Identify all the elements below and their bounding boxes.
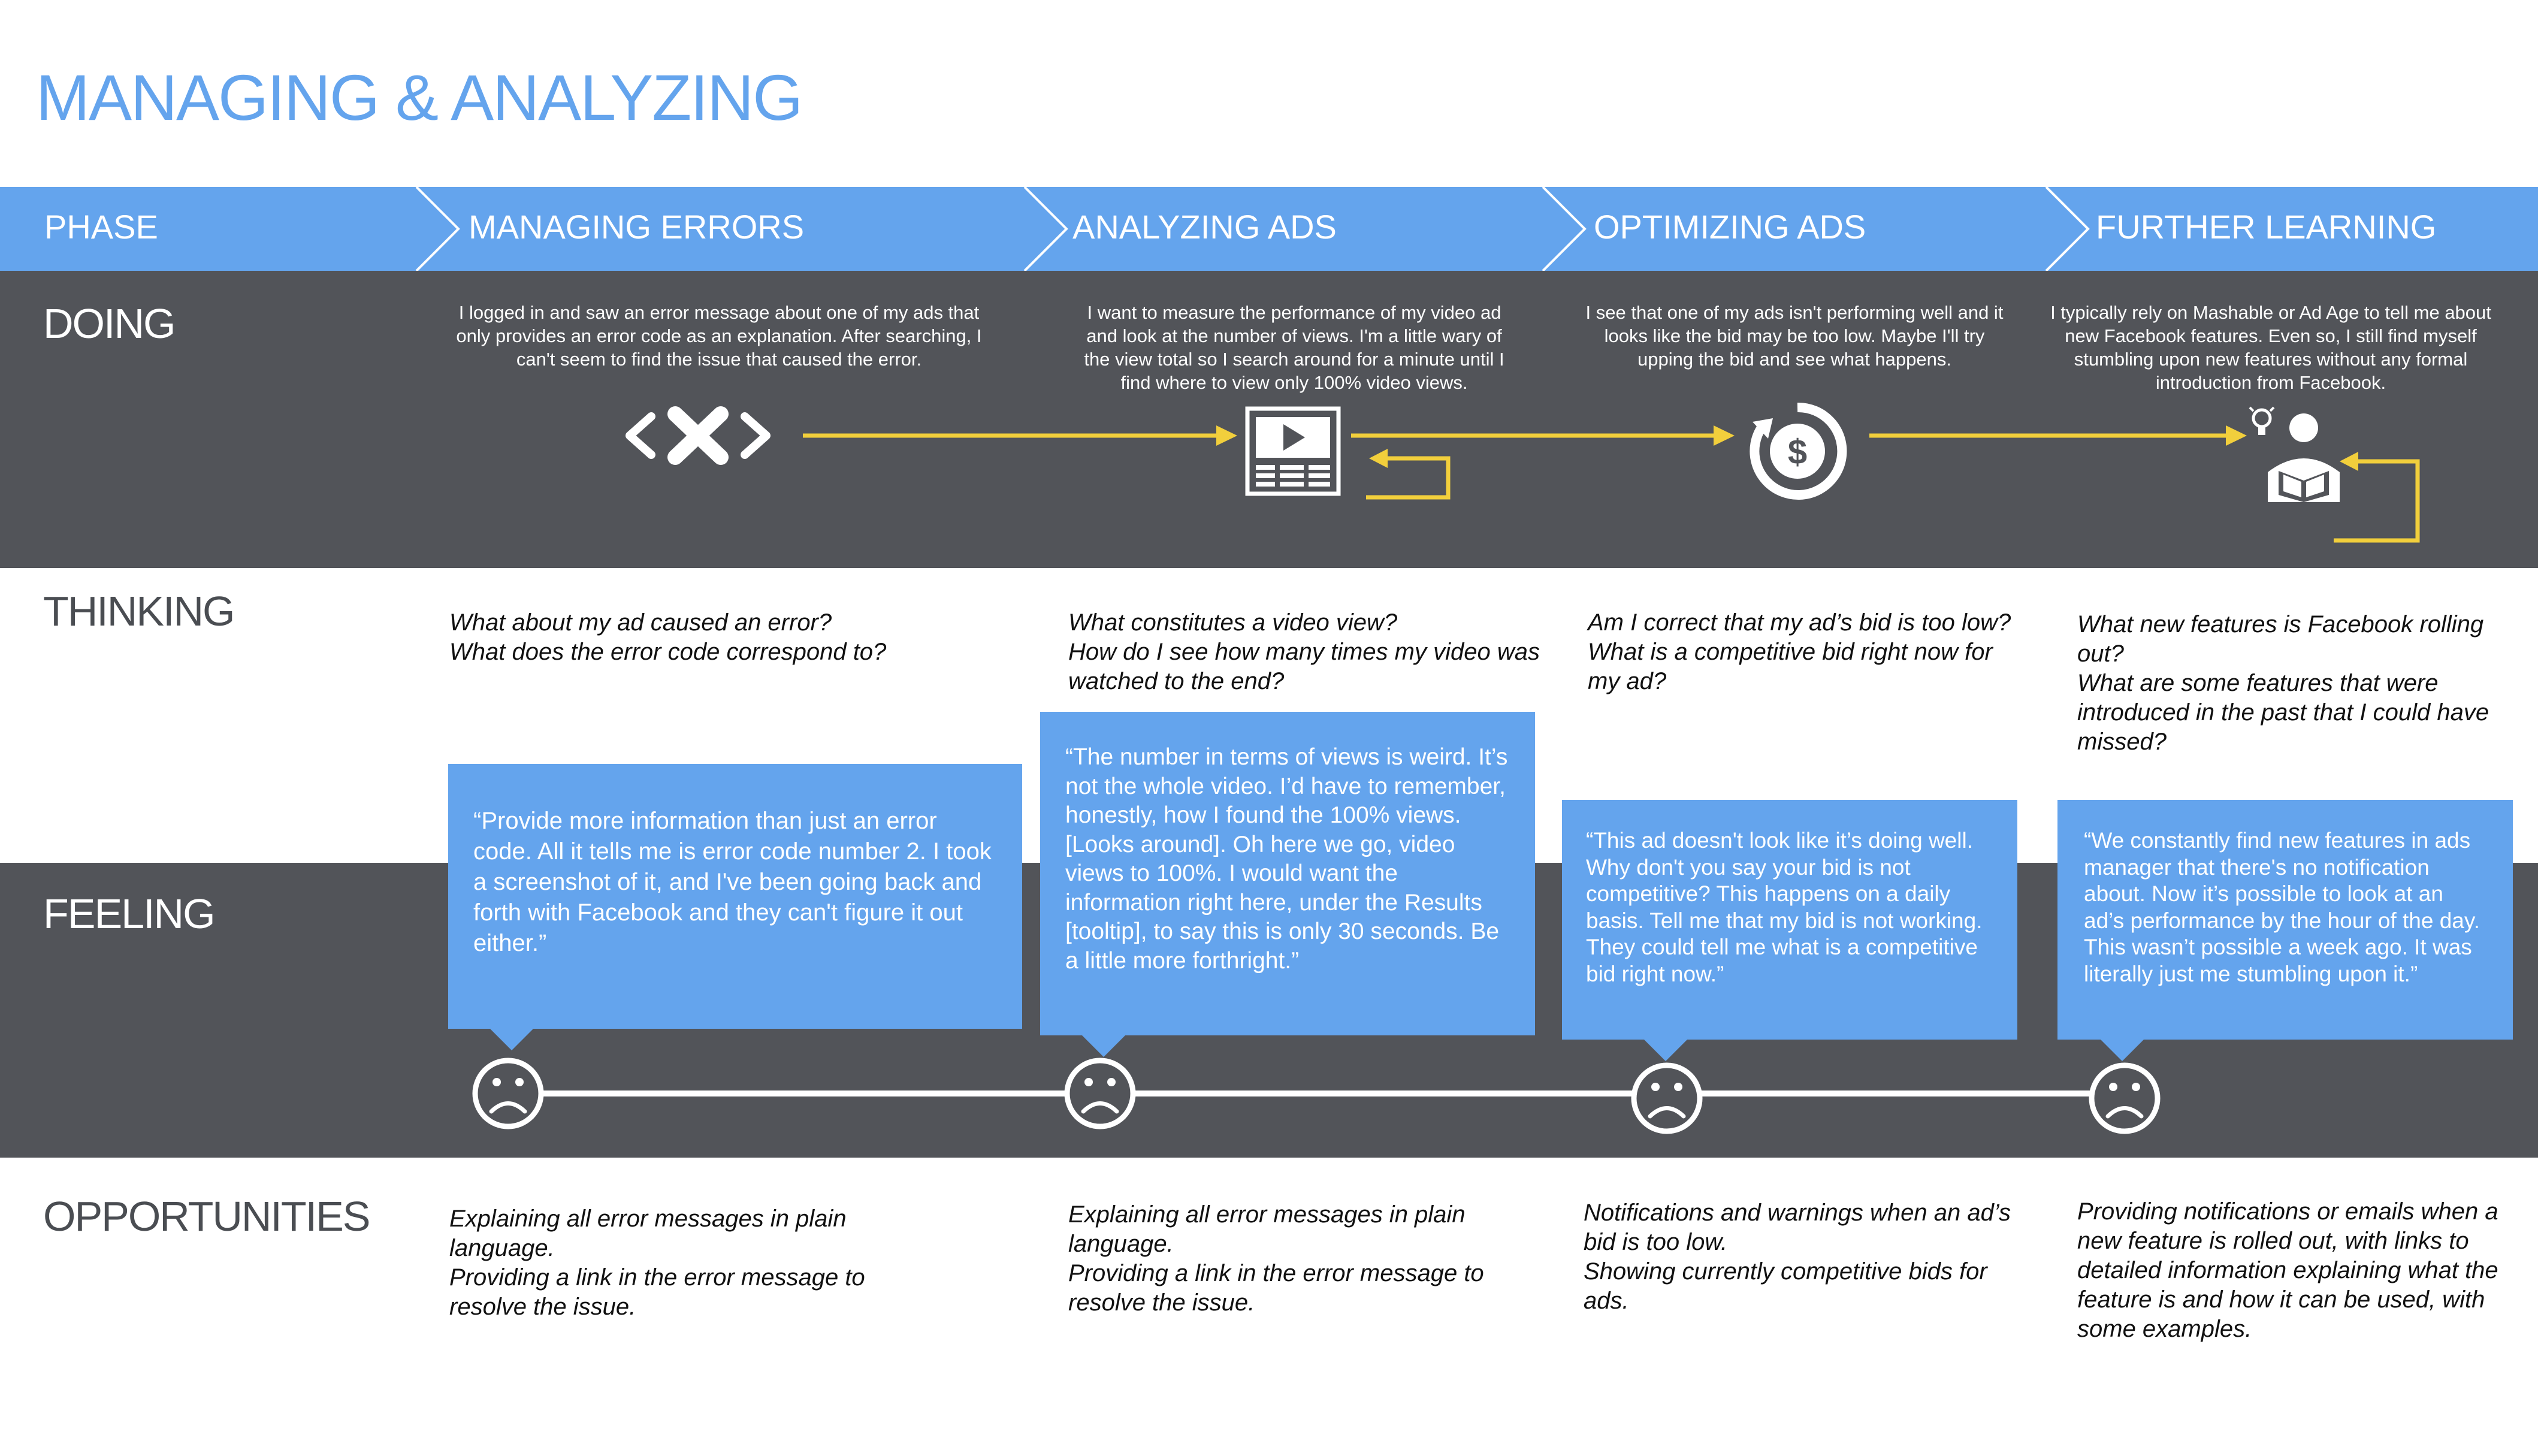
video-ad-icon bbox=[1245, 406, 1341, 496]
quote-text-2: “The number in terms of views is weird. … bbox=[1065, 744, 1508, 974]
phase-chevrons bbox=[415, 187, 2090, 271]
quote-box-4: “We constantly find new features in ads … bbox=[2057, 800, 2513, 1061]
phase-managing-errors: MANAGING ERRORS bbox=[469, 208, 805, 246]
row-label-doing: DOING bbox=[43, 300, 176, 347]
quote-box-2: “The number in terms of views is weird. … bbox=[1040, 712, 1535, 1057]
row-label-thinking: THINKING bbox=[43, 588, 235, 635]
phase-analyzing-ads: ANALYZING ADS bbox=[1072, 208, 1337, 246]
thinking-text-2: What constitutes a video view? How do I … bbox=[1068, 609, 1540, 694]
opportunity-text-3: Notifications and warnings when an ad’s … bbox=[1584, 1200, 2011, 1314]
phase-further-learning: FURTHER LEARNING bbox=[2096, 208, 2437, 246]
dollar-refresh-icon: $ bbox=[1750, 402, 1847, 500]
opportunity-text-2: Explaining all error messages in plain l… bbox=[1068, 1201, 1484, 1316]
thinking-text-4: What new features is Facebook rolling ou… bbox=[2077, 611, 2489, 755]
opportunity-text-1: Explaining all error messages in plain l… bbox=[449, 1206, 865, 1320]
thinking-text-1: What about my ad caused an error? What d… bbox=[449, 609, 887, 665]
quote-text-4: “We constantly find new features in ads … bbox=[2084, 828, 2480, 986]
phase-header: PHASE bbox=[44, 208, 158, 246]
quote-text-1: “Provide more information than just an e… bbox=[473, 808, 992, 956]
code-error-icon bbox=[626, 406, 771, 465]
phase-band bbox=[0, 187, 2538, 271]
reading-idea-icon bbox=[2249, 406, 2340, 502]
chevron-divider-2 bbox=[1023, 187, 1068, 271]
chevron-divider-1 bbox=[415, 187, 460, 271]
doing-text-3: I see that one of my ads isn't performin… bbox=[1585, 302, 2004, 370]
row-label-feeling: FEELING bbox=[43, 890, 216, 937]
quote-box-3: “This ad doesn't look like it’s doing we… bbox=[1562, 800, 2017, 1061]
svg-text:$: $ bbox=[1788, 433, 1807, 472]
page-title: MANAGING & ANALYZING bbox=[36, 61, 803, 134]
row-label-opportunities: OPPORTUNITIES bbox=[43, 1193, 370, 1240]
doing-text-2: I want to measure the performance of my … bbox=[1084, 302, 1504, 393]
chevron-divider-3 bbox=[1542, 187, 1587, 271]
quote-text-3: “This ad doesn't look like it’s doing we… bbox=[1586, 828, 1983, 986]
opportunity-text-4: Providing notifications or emails when a… bbox=[2077, 1198, 2498, 1342]
chevron-divider-4 bbox=[2045, 187, 2090, 271]
quote-box-1: “Provide more information than just an e… bbox=[448, 764, 1022, 1050]
thinking-text-3: Am I correct that my ad’s bid is too low… bbox=[1588, 609, 2011, 694]
doing-text-4: I typically rely on Mashable or Ad Age t… bbox=[2050, 302, 2491, 393]
phase-optimizing-ads: OPTIMIZING ADS bbox=[1594, 208, 1866, 246]
doing-text-1: I logged in and saw an error message abo… bbox=[456, 302, 982, 370]
